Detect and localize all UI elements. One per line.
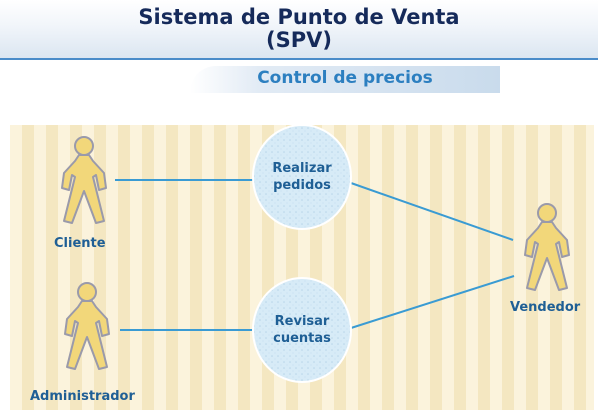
actor-administrador-icon	[64, 282, 110, 370]
usecase-realizar-pedidos	[252, 124, 352, 230]
title-line-1: Sistema de Punto de Venta	[138, 5, 460, 29]
subtitle: Control de precios	[257, 68, 433, 88]
subtitle-tab	[190, 66, 500, 93]
actor-cliente-label: Cliente	[54, 236, 106, 251]
title-line-2: (SPV)	[266, 28, 332, 52]
association-realizar-vendedor	[350, 182, 514, 241]
actor-cliente-icon	[61, 136, 107, 224]
usecase-revisar-cuentas	[252, 277, 352, 383]
header-band	[0, 0, 598, 58]
actor-vendedor-icon	[524, 203, 570, 291]
usecase-realizar-label: Realizar pedidos	[253, 160, 351, 194]
actor-administrador-label: Administrador	[30, 389, 135, 404]
usecase-revisar-line2: cuentas	[273, 331, 331, 346]
actor-vendedor-label: Vendedor	[510, 300, 581, 315]
usecase-realizar-line1: Realizar	[272, 161, 332, 176]
usecase-revisar-label: Revisar cuentas	[253, 313, 351, 347]
header-divider	[0, 58, 598, 60]
association-revisar-vendedor	[350, 275, 515, 329]
usecase-realizar-line2: pedidos	[273, 178, 331, 193]
page-title: Sistema de Punto de Venta (SPV)	[0, 6, 598, 52]
usecase-revisar-line1: Revisar	[274, 314, 330, 329]
